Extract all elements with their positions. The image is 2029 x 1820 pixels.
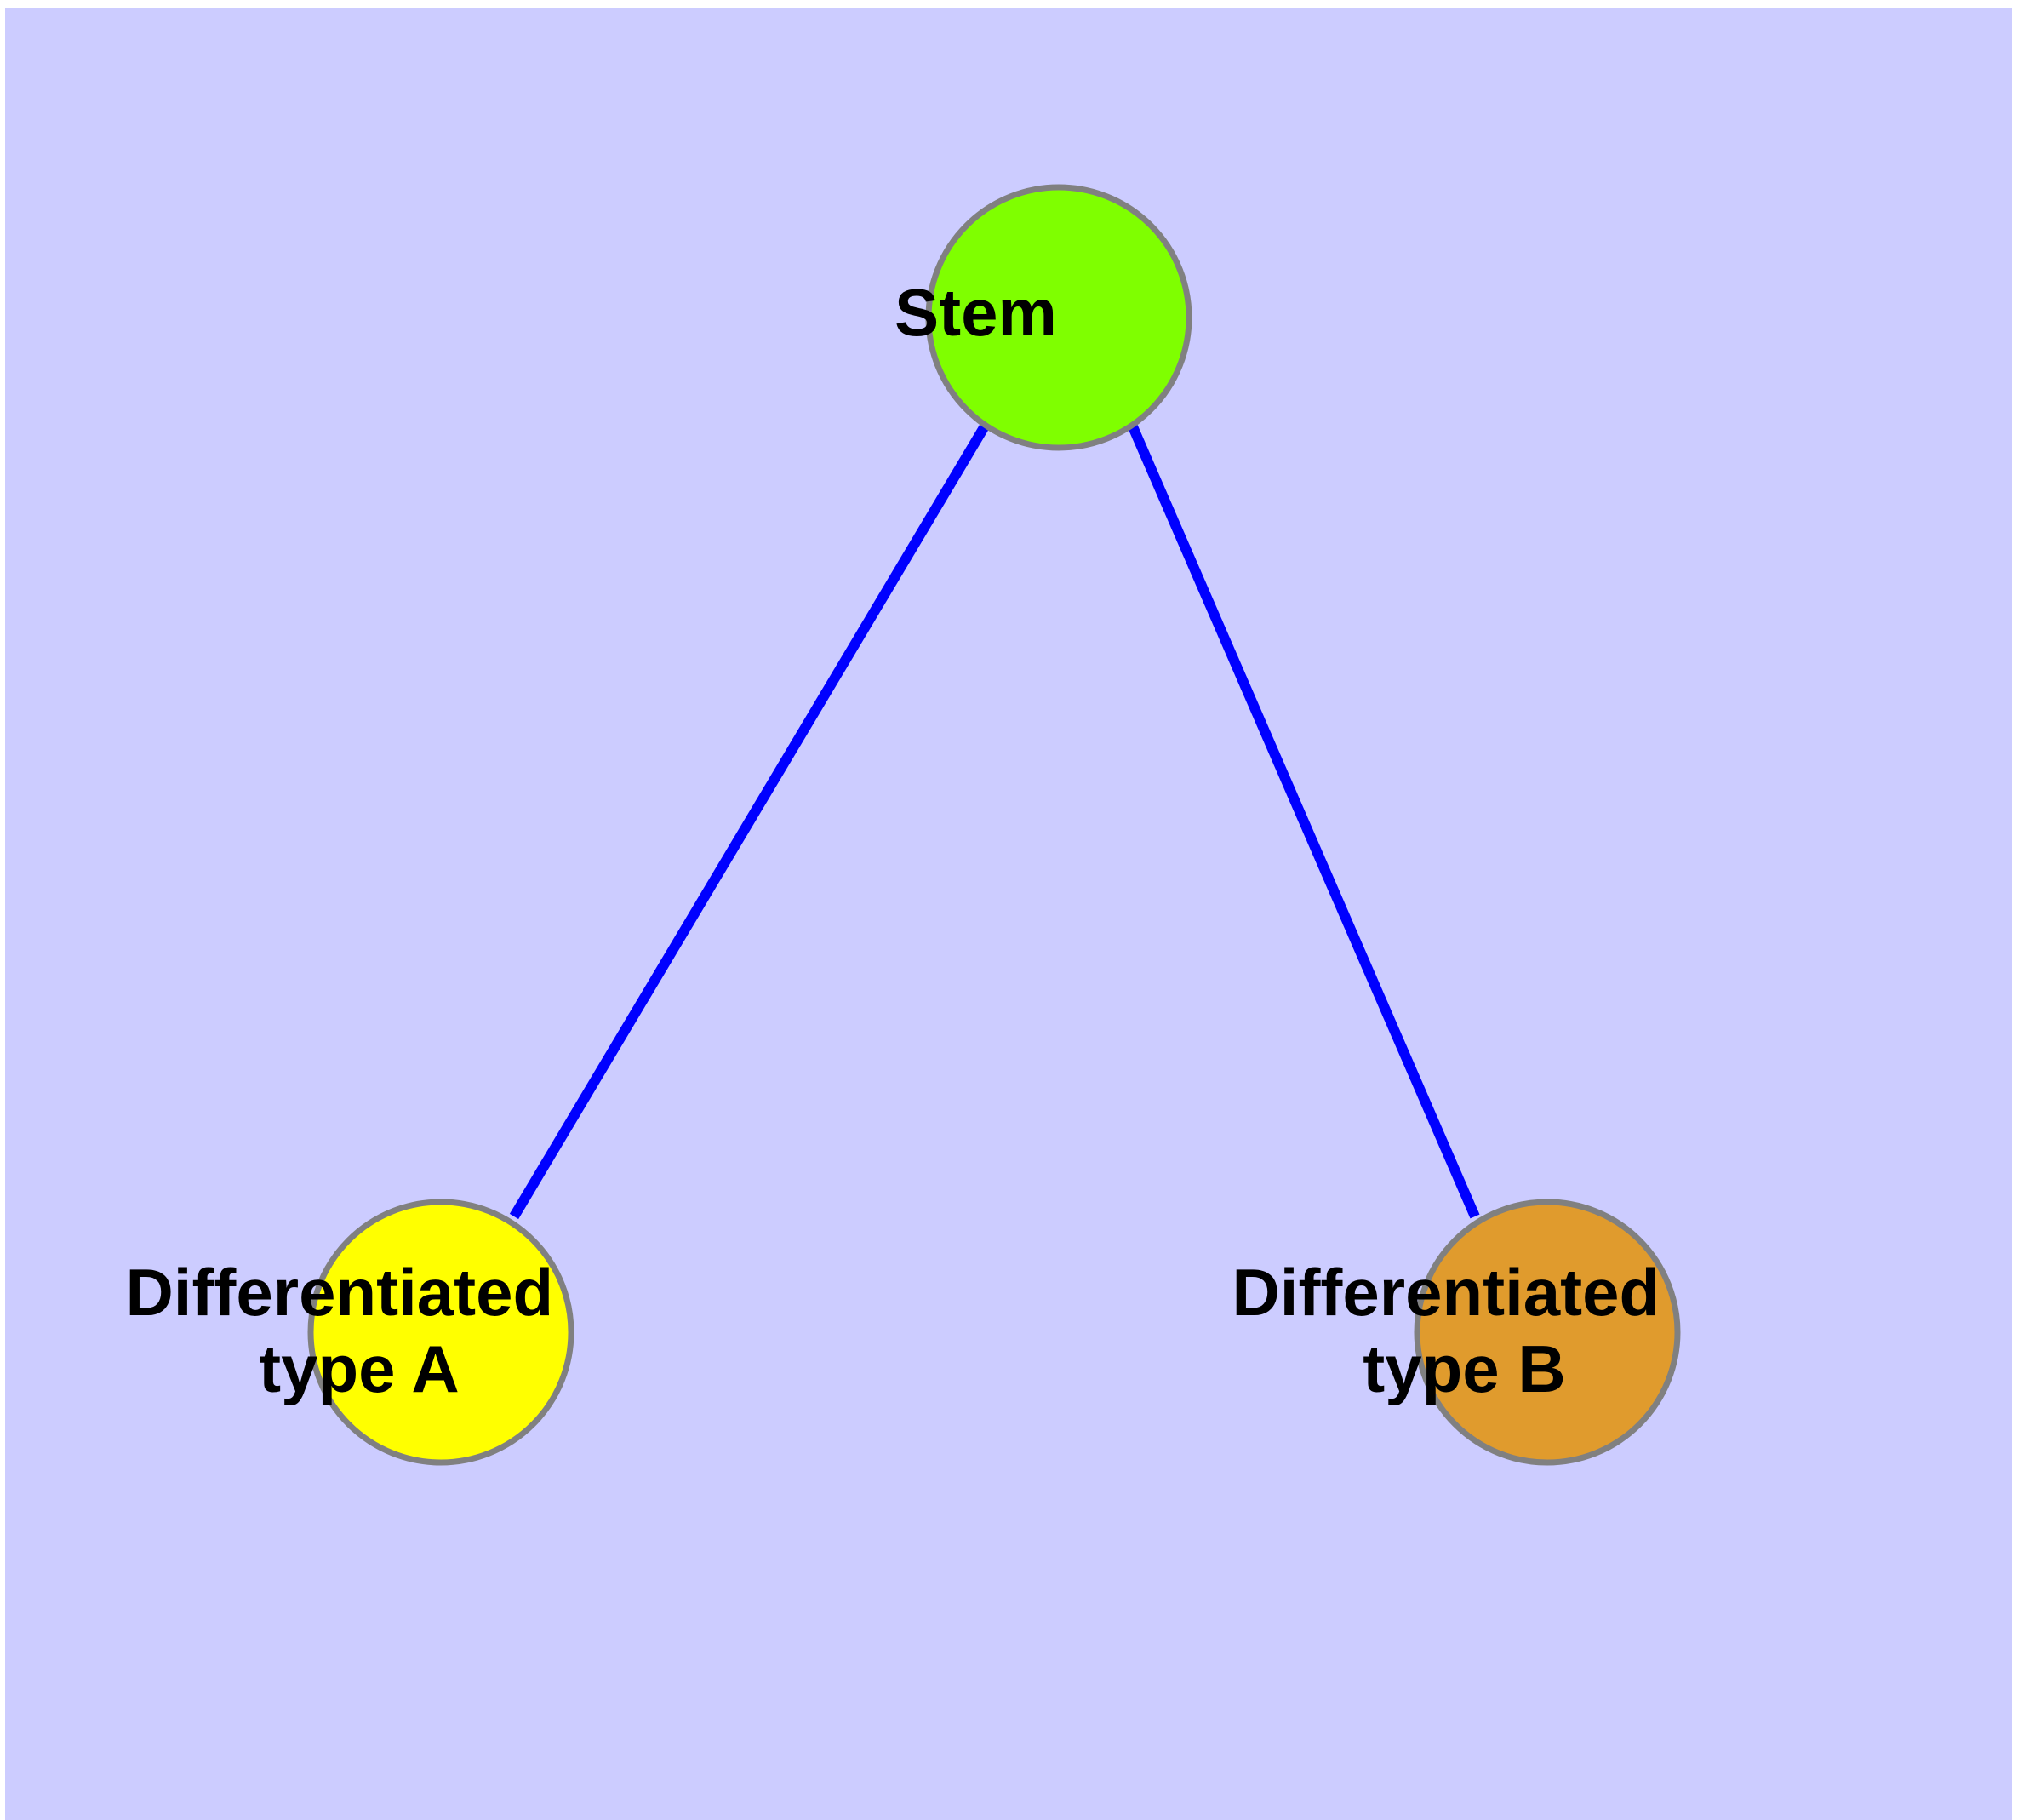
node-differentiated-type-b-label-line-1: Differentiated [1232, 1255, 1660, 1330]
node-differentiated-type-a-label-line-1: Differentiated [125, 1255, 553, 1330]
node-stem-label: Stem [894, 275, 1223, 350]
node-differentiated-type-a-label: Differentiated type A [125, 1255, 756, 1406]
node-differentiated-type-b-label-line-2: type B [1363, 1331, 1565, 1406]
edge-stem-to-differentiated-type-b[interactable] [1127, 422, 1480, 1219]
node-differentiated-type-a-label-line-2: type A [259, 1331, 458, 1406]
node-stem[interactable]: Stem [894, 184, 1223, 451]
node-stem-circle[interactable] [925, 184, 1192, 451]
edge-layer [509, 421, 1480, 1220]
node-differentiated-type-a-circle[interactable] [307, 1199, 574, 1466]
node-differentiated-type-b-label: Differentiated type B [1232, 1255, 1862, 1406]
node-differentiated-type-a[interactable]: Differentiated type A [125, 1199, 756, 1466]
edge-stem-to-differentiated-type-a[interactable] [509, 421, 991, 1220]
node-layer: Stem Differentiated type A Differentiate… [125, 184, 1862, 1466]
node-differentiated-type-b-circle[interactable] [1414, 1199, 1681, 1466]
node-differentiated-type-b[interactable]: Differentiated type B [1232, 1199, 1862, 1466]
node-stem-label-line-1: Stem [894, 275, 1057, 350]
